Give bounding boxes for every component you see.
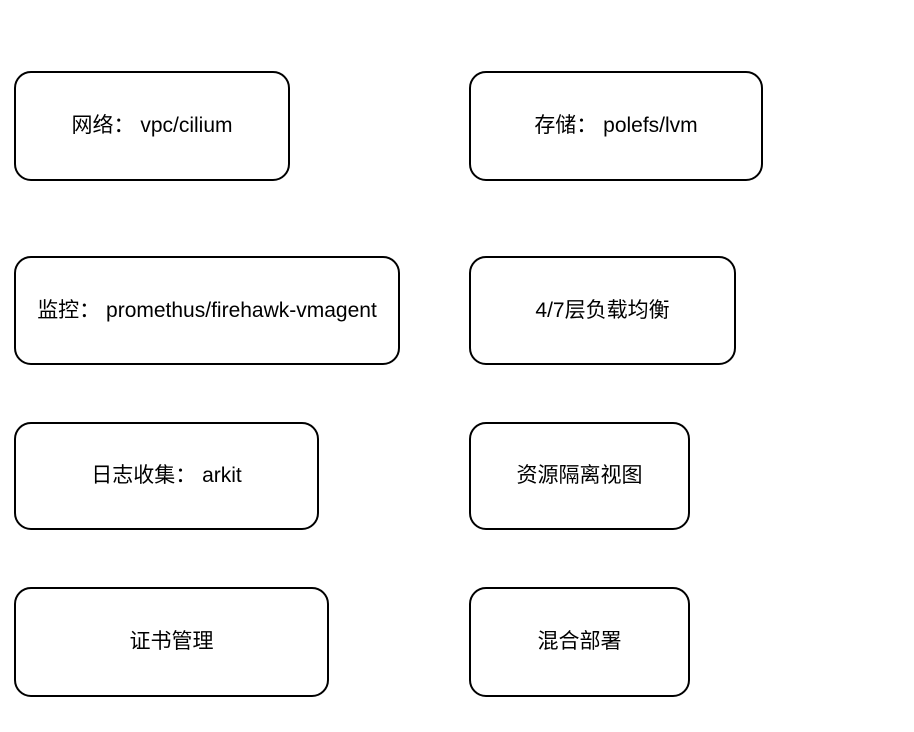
node-certificate-management-label: 证书管理 bbox=[129, 630, 214, 654]
node-monitoring: 监控： promethus/firehawk-vmagent bbox=[14, 256, 400, 365]
node-resource-isolation-view-label: 资源隔离视图 bbox=[516, 464, 643, 488]
node-load-balancer: 4/7层负载均衡 bbox=[469, 256, 736, 365]
node-network: 网络： vpc/cilium bbox=[14, 71, 290, 181]
node-log-collection-label: 日志收集： arkit bbox=[91, 464, 242, 488]
node-hybrid-deployment-label: 混合部署 bbox=[537, 630, 622, 654]
node-log-collection: 日志收集： arkit bbox=[14, 422, 319, 530]
node-monitoring-label: 监控： promethus/firehawk-vmagent bbox=[37, 298, 377, 322]
node-load-balancer-label: 4/7层负载均衡 bbox=[535, 298, 670, 322]
node-hybrid-deployment: 混合部署 bbox=[469, 587, 690, 697]
node-certificate-management: 证书管理 bbox=[14, 587, 329, 697]
node-network-label: 网络： vpc/cilium bbox=[71, 114, 233, 138]
node-storage-label: 存储： polefs/lvm bbox=[534, 114, 698, 138]
node-storage: 存储： polefs/lvm bbox=[469, 71, 763, 181]
node-resource-isolation-view: 资源隔离视图 bbox=[469, 422, 690, 530]
